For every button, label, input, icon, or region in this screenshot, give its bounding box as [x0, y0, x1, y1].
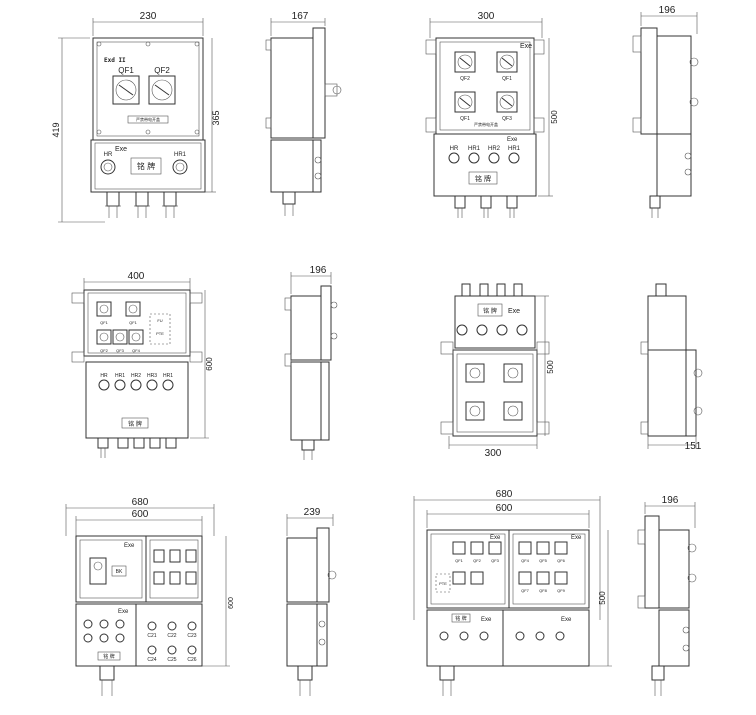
dim-196-c: 196	[662, 495, 679, 506]
view-11-front	[413, 496, 612, 696]
label-c26: C26	[187, 657, 196, 663]
label-exe-f: Exe	[118, 609, 129, 615]
label-exe-b: Exe	[520, 43, 532, 50]
dim-196-a: 196	[659, 5, 676, 16]
label-pte-a: PTE	[156, 331, 164, 336]
dim-600-c: 600	[228, 597, 235, 609]
dim-300-a: 300	[478, 11, 495, 22]
label-qf-b1: QF2	[460, 76, 470, 82]
label-nameplate-c: 铭 牌	[128, 420, 142, 428]
label-exe-i: Exe	[481, 617, 492, 623]
label-qf1-a: QF1	[118, 66, 134, 75]
label-qf-c5: QF4	[132, 348, 141, 353]
label-nameplate-f: 铭 牌	[455, 615, 466, 622]
dim-400: 400	[128, 271, 145, 282]
label-bk: BK	[116, 569, 123, 575]
view-5-front	[71, 278, 209, 458]
label-exe-e: Exe	[124, 543, 135, 549]
view-2-side	[265, 18, 342, 216]
view-8-side	[640, 283, 703, 449]
dim-680-b: 680	[496, 489, 513, 500]
label-qf-b2: QF1	[502, 76, 512, 82]
view-7-front	[440, 283, 550, 449]
dim-365: 365	[211, 110, 221, 125]
label-qf-e7: QF7	[521, 588, 530, 593]
label-qf-b3: QF1	[460, 116, 470, 122]
label-qf-e2: QF2	[473, 558, 482, 563]
view-9-front	[65, 504, 230, 696]
label-hr-c5: HR1	[163, 373, 173, 379]
label-hr3-b: HR1	[508, 146, 521, 152]
dim-167: 167	[292, 11, 309, 22]
label-hr1-a: HR1	[174, 152, 187, 158]
label-nameplate-a: 铭 牌	[137, 161, 155, 171]
label-hr1-b: HR1	[468, 146, 481, 152]
label-qf-e9: QF9	[557, 588, 566, 593]
label-c24: C24	[147, 657, 156, 663]
label-qf-e5: QF5	[539, 558, 548, 563]
label-exe-a: Exe	[115, 146, 127, 153]
dim-151: 151	[685, 441, 702, 452]
label-qf-c3: QF2	[100, 348, 109, 353]
label-qf-e4: QF4	[521, 558, 530, 563]
label-hr-c3: HR2	[131, 373, 141, 379]
label-qf-c4: QF3	[116, 348, 125, 353]
label-warning-b: 严禁带电开盖	[474, 121, 498, 127]
view-6-side	[284, 272, 338, 460]
label-c23: C23	[187, 633, 196, 639]
label-qf-b4: QF3	[502, 116, 512, 122]
label-pte-b: PTE	[439, 581, 447, 586]
view-4-side	[632, 12, 699, 218]
label-qf-e8: QF8	[539, 588, 548, 593]
view-10-side	[286, 514, 337, 696]
view-3-front	[425, 18, 553, 218]
view-12-side	[637, 502, 697, 696]
dim-500-b: 500	[546, 360, 555, 374]
label-qf-e1: QF1	[455, 558, 464, 563]
dim-500-c: 500	[598, 591, 607, 605]
label-exe-h: Exe	[571, 535, 582, 541]
label-hr-c2: HR1	[115, 373, 125, 379]
dim-239: 239	[304, 507, 321, 518]
label-hr-c4: HR3	[147, 373, 157, 379]
label-fu: FU	[157, 318, 162, 323]
dim-600-d: 600	[496, 503, 513, 514]
label-exd: Exd II	[104, 57, 126, 64]
label-exe-d: Exe	[508, 308, 520, 315]
label-exe-j: Exe	[561, 617, 572, 623]
label-qf-c1: QF1	[100, 320, 109, 325]
label-c22: C22	[167, 633, 176, 639]
label-exe-g: Exe	[490, 535, 501, 541]
label-qf-e3: QF3	[491, 558, 500, 563]
dim-419: 419	[51, 122, 61, 137]
dim-300-b: 300	[485, 448, 502, 459]
label-exe-c: Exe	[507, 137, 518, 143]
label-hr-b: HR	[450, 146, 459, 152]
dim-230: 230	[140, 11, 157, 22]
label-c21: C21	[147, 633, 156, 639]
label-warning-a: 严禁带电开盖	[136, 116, 160, 122]
label-c25: C25	[167, 657, 176, 663]
label-hr-a: HR	[104, 152, 113, 158]
label-qf-c2: QF1	[129, 320, 138, 325]
label-nameplate-e: 铭 牌	[103, 653, 114, 660]
dim-196-b: 196	[310, 265, 327, 276]
label-qf2-a: QF2	[154, 66, 170, 75]
label-nameplate-d: 铭 牌	[483, 307, 497, 315]
label-hr-c1: HR	[100, 373, 108, 379]
dim-500-a: 500	[550, 110, 559, 124]
view-1-front	[58, 18, 216, 223]
label-nameplate-b: 铭 牌	[475, 174, 491, 183]
label-qf-e6: QF6	[557, 558, 566, 563]
label-hr2-b: HR2	[488, 146, 501, 152]
dim-600-b: 600	[132, 509, 149, 520]
dim-600-a: 600	[205, 357, 214, 371]
dim-680-a: 680	[132, 497, 149, 508]
